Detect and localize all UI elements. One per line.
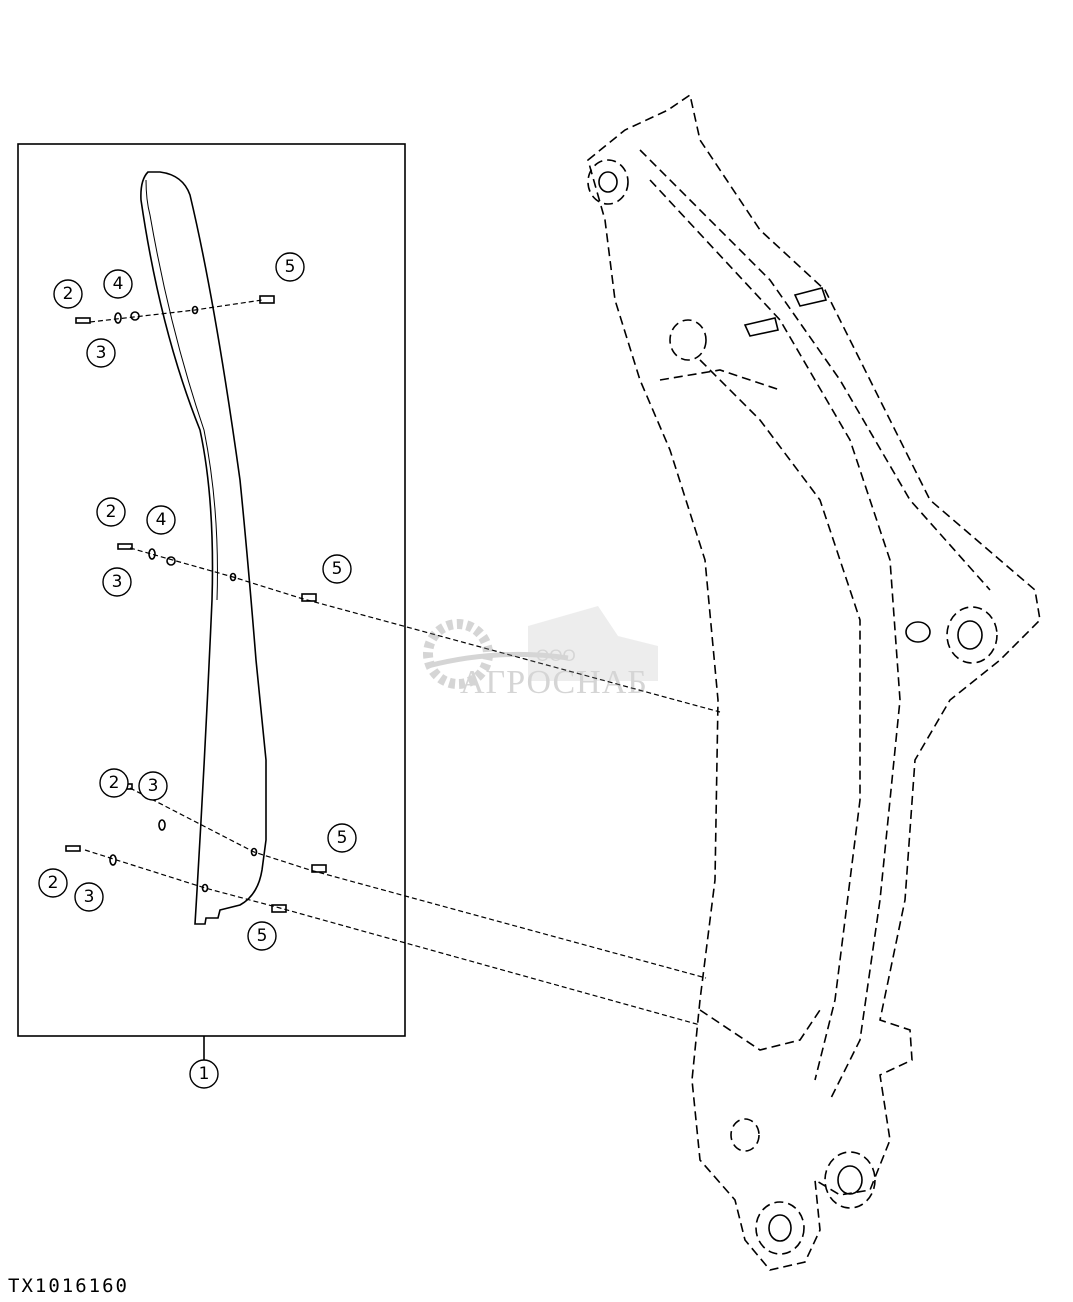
svg-text:2: 2: [48, 873, 59, 893]
svg-text:4: 4: [156, 510, 167, 530]
callout-5: 5: [247, 921, 277, 951]
callout-3: 3: [138, 771, 168, 801]
callout-2: 2: [53, 279, 83, 309]
guard-plate: [140, 171, 267, 925]
callout-2: 2: [38, 868, 68, 898]
callout-4: 4: [146, 505, 176, 535]
svg-text:2: 2: [63, 284, 74, 304]
callout-2: 2: [99, 768, 129, 798]
callout-5: 5: [322, 554, 352, 584]
svg-text:4: 4: [113, 274, 124, 294]
svg-text:2: 2: [109, 773, 120, 793]
callout-1: 1: [189, 1059, 219, 1089]
callout-3: 3: [102, 567, 132, 597]
svg-text:2: 2: [106, 502, 117, 522]
watermark-prefix: ООО: [536, 646, 576, 665]
hole: [229, 572, 237, 582]
hole: [201, 883, 209, 893]
callout-4: 4: [103, 269, 133, 299]
svg-text:3: 3: [148, 776, 159, 796]
boom-outline: [587, 93, 1041, 1271]
svg-text:1: 1: [199, 1064, 210, 1084]
svg-text:3: 3: [84, 887, 95, 907]
callout-3: 3: [74, 882, 104, 912]
watermark-name: АГРОСНАБ: [460, 664, 648, 701]
callout-5: 5: [275, 252, 305, 282]
watermark-logo: ООО АГРОСНАБ: [418, 586, 668, 706]
svg-text:5: 5: [337, 828, 348, 848]
svg-text:3: 3: [112, 572, 123, 592]
callout-3: 3: [86, 338, 116, 368]
figure-id: TX1016160: [8, 1275, 129, 1297]
svg-text:5: 5: [257, 926, 268, 946]
fasteners: [65, 295, 327, 913]
svg-text:3: 3: [96, 343, 107, 363]
callout-2: 2: [96, 497, 126, 527]
hole: [250, 847, 258, 857]
callout-5: 5: [327, 823, 357, 853]
combine-gear-icon: [423, 606, 658, 689]
svg-text:5: 5: [285, 257, 296, 277]
svg-text:5: 5: [332, 559, 343, 579]
kit-frame: [17, 143, 406, 1037]
